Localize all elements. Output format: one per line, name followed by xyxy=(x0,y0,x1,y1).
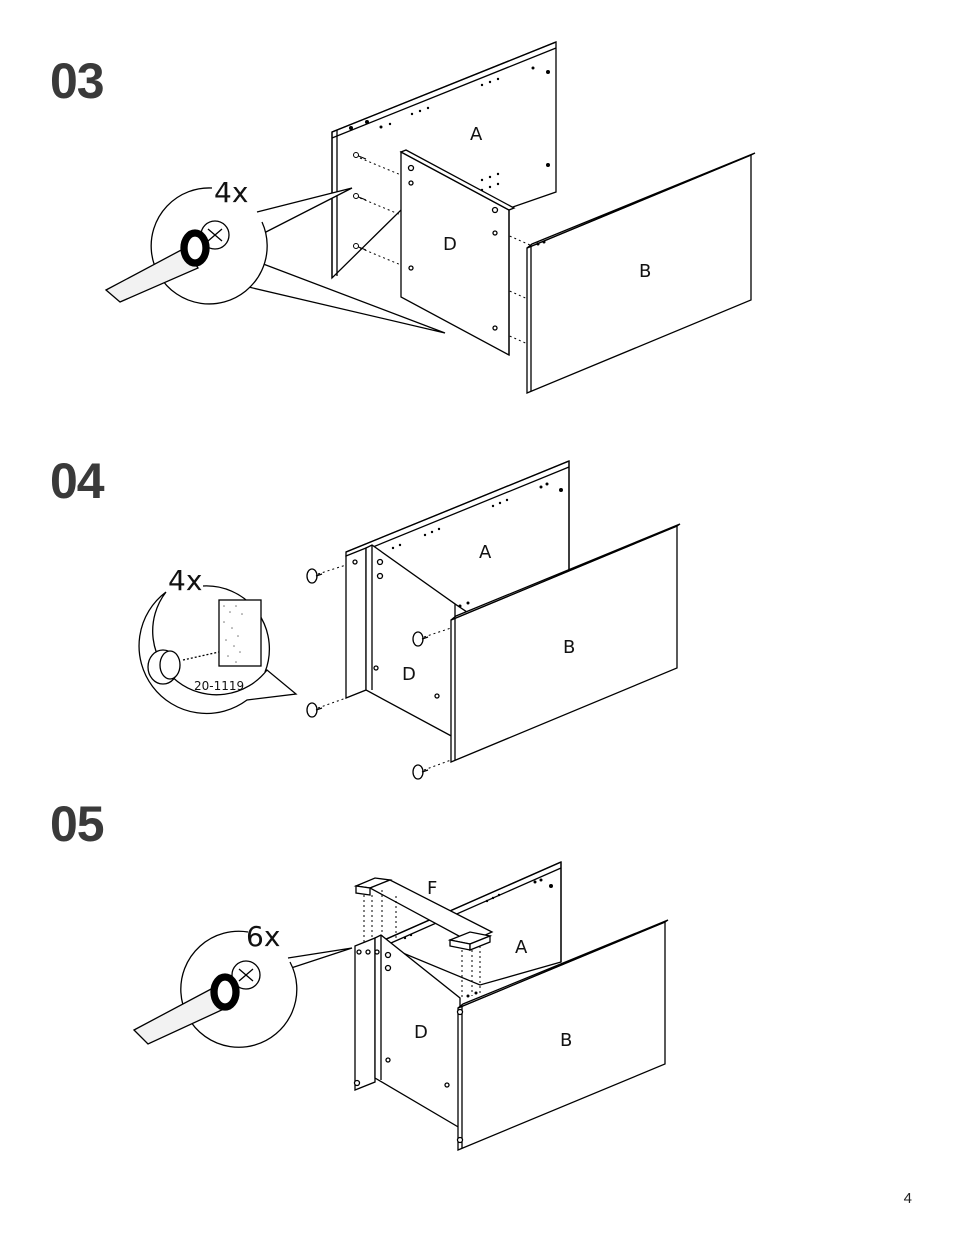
panel-a-label: A xyxy=(470,124,483,145)
page-number: 4 xyxy=(904,1190,912,1207)
panel-a-label: A xyxy=(515,937,528,958)
panel-f-label: F xyxy=(427,878,437,899)
panel-d-label: D xyxy=(414,1022,428,1043)
panel-d-label: D xyxy=(443,234,457,255)
panel-b-label: B xyxy=(560,1030,572,1051)
step-03-illustration xyxy=(106,42,755,393)
step-04-count: 4x xyxy=(168,564,202,597)
panel-a-label: A xyxy=(479,542,492,563)
callout-cam-lock xyxy=(134,931,352,1047)
part-code-label: 20-1119 xyxy=(194,679,244,693)
panel-b-label: B xyxy=(563,637,575,658)
step-04-illustration xyxy=(139,461,680,779)
step-03-count: 4x xyxy=(214,176,248,209)
callout-glide-foot xyxy=(139,586,296,714)
step-05-illustration xyxy=(134,862,668,1150)
step-05-count: 6x xyxy=(246,920,280,953)
panel-b-label: B xyxy=(639,261,651,282)
panel-d-label: D xyxy=(402,664,416,685)
